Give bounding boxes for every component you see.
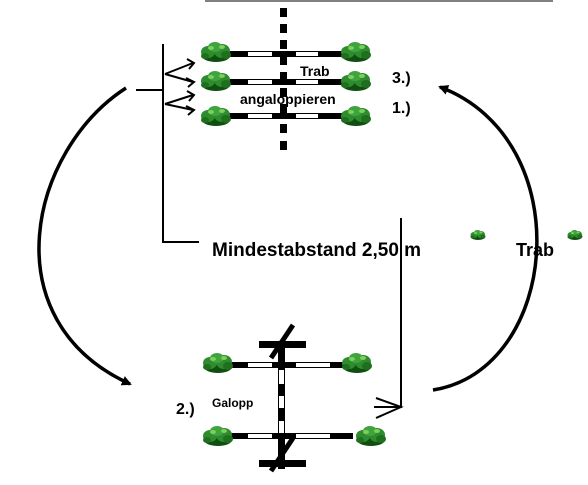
label-trab-top: Trab <box>300 63 330 79</box>
tree-bush-icon <box>201 42 231 62</box>
tree-bush-icon <box>201 106 231 126</box>
tree-bush-icon <box>356 426 386 446</box>
label-galopp: Galopp <box>212 396 254 410</box>
fence-top-3 <box>201 106 371 126</box>
tree-bush-icon <box>201 71 231 91</box>
label-step-3: 3.) <box>392 70 411 87</box>
tree-bush-icon <box>203 353 233 373</box>
right-distance-bracket <box>374 218 404 419</box>
label-step-1: 1.) <box>392 100 411 117</box>
label-trab-right: Trab <box>516 240 555 260</box>
right-curve-arrow <box>432 85 539 392</box>
tree-bush-icon <box>203 426 233 446</box>
fence-bottom <box>203 323 386 473</box>
tree-bush-icon <box>567 230 583 240</box>
fence-top-2 <box>201 71 371 91</box>
label-angaloppieren: angaloppieren <box>240 91 336 107</box>
bracket-arrows <box>164 58 196 116</box>
tree-bush-icon <box>342 353 372 373</box>
label-minimum-distance: Mindestabstand 2,50 m <box>212 240 422 261</box>
center-dashed-line <box>280 8 287 150</box>
tree-bush-icon <box>341 106 371 126</box>
left-distance-bracket <box>136 44 199 243</box>
left-curve-arrow <box>37 86 132 386</box>
tree-bush-icon <box>470 230 486 240</box>
fence-top-1 <box>201 42 371 62</box>
label-step-2: 2.) <box>176 401 195 418</box>
tree-bush-icon <box>341 42 371 62</box>
tree-bush-icon <box>341 71 371 91</box>
